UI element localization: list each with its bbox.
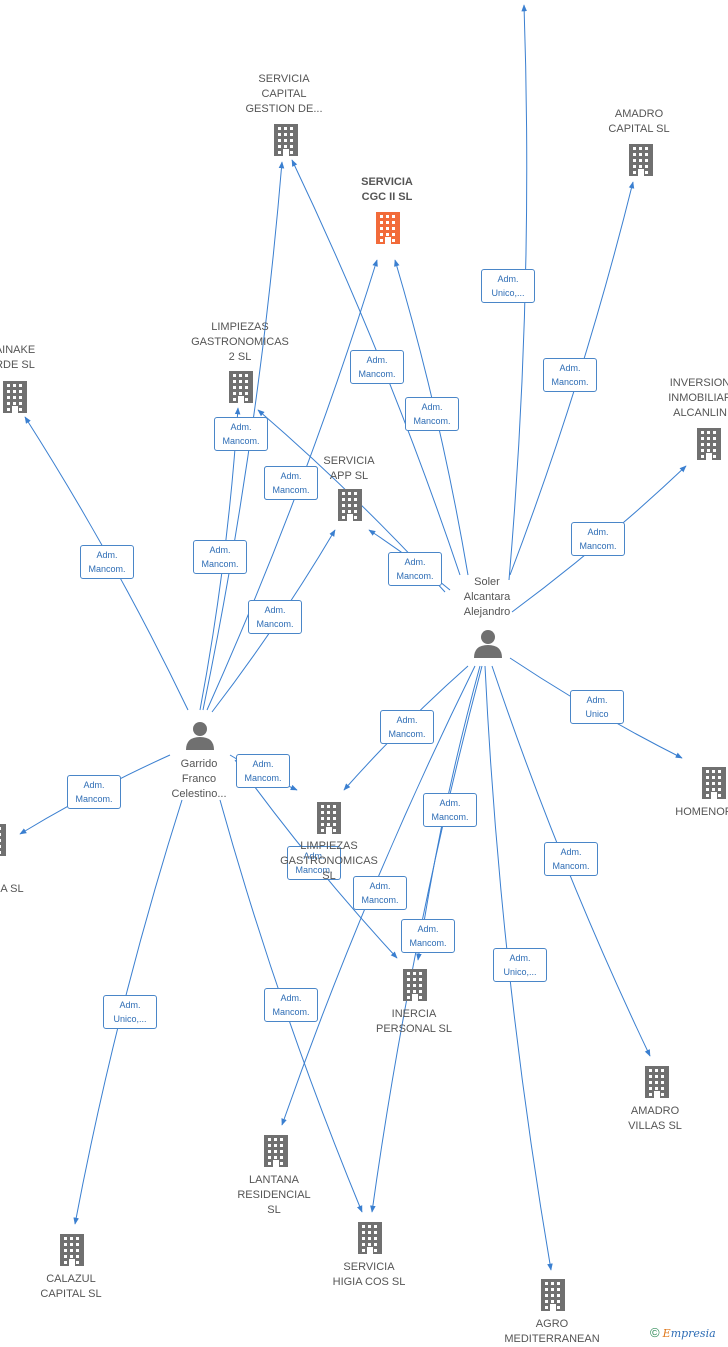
edge-role-label[interactable]: Adm. Mancom. [248, 600, 302, 634]
company-label-agro[interactable]: AGRO MEDITERRANEAN [504, 1318, 600, 1345]
edge-role-label[interactable]: Adm. Mancom. [287, 846, 341, 880]
edge-role-label[interactable]: Adm. Mancom. [388, 552, 442, 586]
person-icon[interactable] [186, 722, 214, 750]
edge-role-label[interactable]: Adm. Mancom. [236, 754, 290, 788]
edge-role-label[interactable]: Adm. Mancom. [264, 466, 318, 500]
company-label-inercia[interactable]: INERCIA PERSONAL SL [375, 1008, 453, 1035]
edge-role-label[interactable]: Adm. Mancom. [350, 350, 404, 384]
person-label-garrido[interactable]: Garrido Franco Celestino... [171, 758, 227, 800]
edge-role-label[interactable]: Adm. Mancom. [214, 417, 268, 451]
person-label-soler[interactable]: Soler Alcantara Alejandro [463, 576, 511, 618]
building-icon[interactable] [0, 824, 6, 856]
company-label-limpiezas-mid[interactable]: LIMPIEZAS GASTRONOMICAS SL [280, 840, 378, 882]
copyright-symbol: © [650, 1325, 660, 1340]
brand-name: mpresia [670, 1327, 716, 1340]
edge-role-label[interactable]: Adm. Mancom. [264, 988, 318, 1022]
edge-role-label[interactable]: Adm. Mancom. [353, 876, 407, 910]
building-icon[interactable] [274, 124, 298, 156]
company-label-homenor[interactable]: HOMENOR [675, 806, 728, 818]
company-label-servicia-capital[interactable]: SERVICIA CAPITAL GESTION DE... [245, 73, 323, 115]
edge-role-label[interactable]: Adm. Mancom. [67, 775, 121, 809]
edge-role-label[interactable]: Adm. Unico,... [481, 269, 535, 303]
building-icon[interactable] [3, 381, 27, 413]
company-label-inversion[interactable]: INVERSION INMOBILIAR ALCANLIN [668, 377, 728, 419]
building-icon[interactable] [229, 371, 253, 403]
company-label-left-sl[interactable]: A SL [0, 883, 24, 895]
company-label-servicia-cgc[interactable]: SERVICIA CGC II SL [361, 176, 413, 203]
building-icon[interactable] [403, 969, 427, 1001]
edge-role-label[interactable]: Adm. Mancom. [405, 397, 459, 431]
building-icon[interactable] [697, 428, 721, 460]
building-icon[interactable] [376, 212, 400, 244]
company-label-limpiezas2[interactable]: LIMPIEZAS GASTRONOMICAS 2 SL [191, 321, 289, 363]
edge-role-label[interactable]: Adm. Mancom. [80, 545, 134, 579]
company-label-calazul[interactable]: CALAZUL CAPITAL SL [40, 1273, 102, 1300]
person-icon[interactable] [474, 630, 502, 658]
edge-role-label[interactable]: Adm. Mancom. [543, 358, 597, 392]
building-icon[interactable] [541, 1279, 565, 1311]
building-icon[interactable] [60, 1234, 84, 1266]
building-icon[interactable] [645, 1066, 669, 1098]
company-label-lantana[interactable]: LANTANA RESIDENCIAL SL [237, 1174, 311, 1216]
company-label-amadro-villas[interactable]: AMADRO VILLAS SL [628, 1105, 682, 1132]
edge-role-label[interactable]: Adm. Mancom. [544, 842, 598, 876]
edge-role-label[interactable]: Adm. Unico,... [493, 948, 547, 982]
edge-role-label[interactable]: Adm. Unico [570, 690, 624, 724]
building-icon[interactable] [702, 767, 726, 799]
building-icon[interactable] [317, 802, 341, 834]
edge-role-label[interactable]: Adm. Mancom. [423, 793, 477, 827]
company-label-ainake[interactable]: AINAKE RDE SL [0, 344, 36, 371]
edge-role-label[interactable]: Adm. Mancom. [571, 522, 625, 556]
footer-brand: © Empresia [650, 1325, 716, 1340]
company-label-servicia-app[interactable]: SERVICIA APP SL [323, 455, 375, 482]
edge-role-label[interactable]: Adm. Mancom. [380, 710, 434, 744]
brand-initial: E [662, 1327, 671, 1340]
building-icon[interactable] [358, 1222, 382, 1254]
edge-role-label[interactable]: Adm. Unico,... [103, 995, 157, 1029]
company-label-servicia-higia[interactable]: SERVICIA HIGIA COS SL [332, 1261, 406, 1288]
building-icon[interactable] [629, 144, 653, 176]
edge-role-label[interactable]: Adm. Mancom. [193, 540, 247, 574]
edge-role-label[interactable]: Adm. Mancom. [401, 919, 455, 953]
company-label-amadro-capital[interactable]: AMADRO CAPITAL SL [608, 108, 670, 135]
building-icon[interactable] [338, 489, 362, 521]
building-icon[interactable] [264, 1135, 288, 1167]
